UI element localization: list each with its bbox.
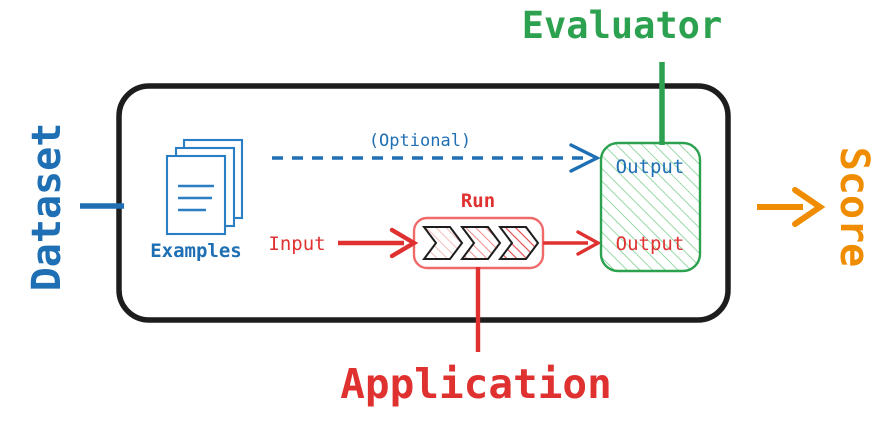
run-chevron-1	[422, 226, 464, 260]
optional-flow-arrowhead	[569, 143, 601, 173]
output-entry-application: Output	[616, 233, 685, 255]
examples-label: Examples	[150, 240, 242, 262]
run-label: Run	[461, 190, 495, 212]
score-label: Score	[831, 147, 877, 267]
stacked-documents-icon	[165, 138, 244, 236]
input-flow-arrowhead	[389, 227, 419, 259]
application-label: Application	[340, 360, 612, 408]
run-output-arrowhead	[576, 230, 602, 256]
evaluation-pipeline-container	[116, 83, 731, 323]
input-label: Input	[268, 233, 325, 255]
run-chevron-3	[498, 226, 540, 260]
run-chevron-2	[460, 226, 502, 260]
optional-flow-label: (Optional)	[369, 131, 471, 151]
evaluator-label: Evaluator	[522, 4, 722, 47]
score-flow-arrowhead	[792, 187, 826, 227]
dataset-label: Dataset	[24, 123, 70, 292]
evaluator-output-box	[599, 141, 702, 273]
output-entry-dataset: Output	[616, 156, 685, 178]
